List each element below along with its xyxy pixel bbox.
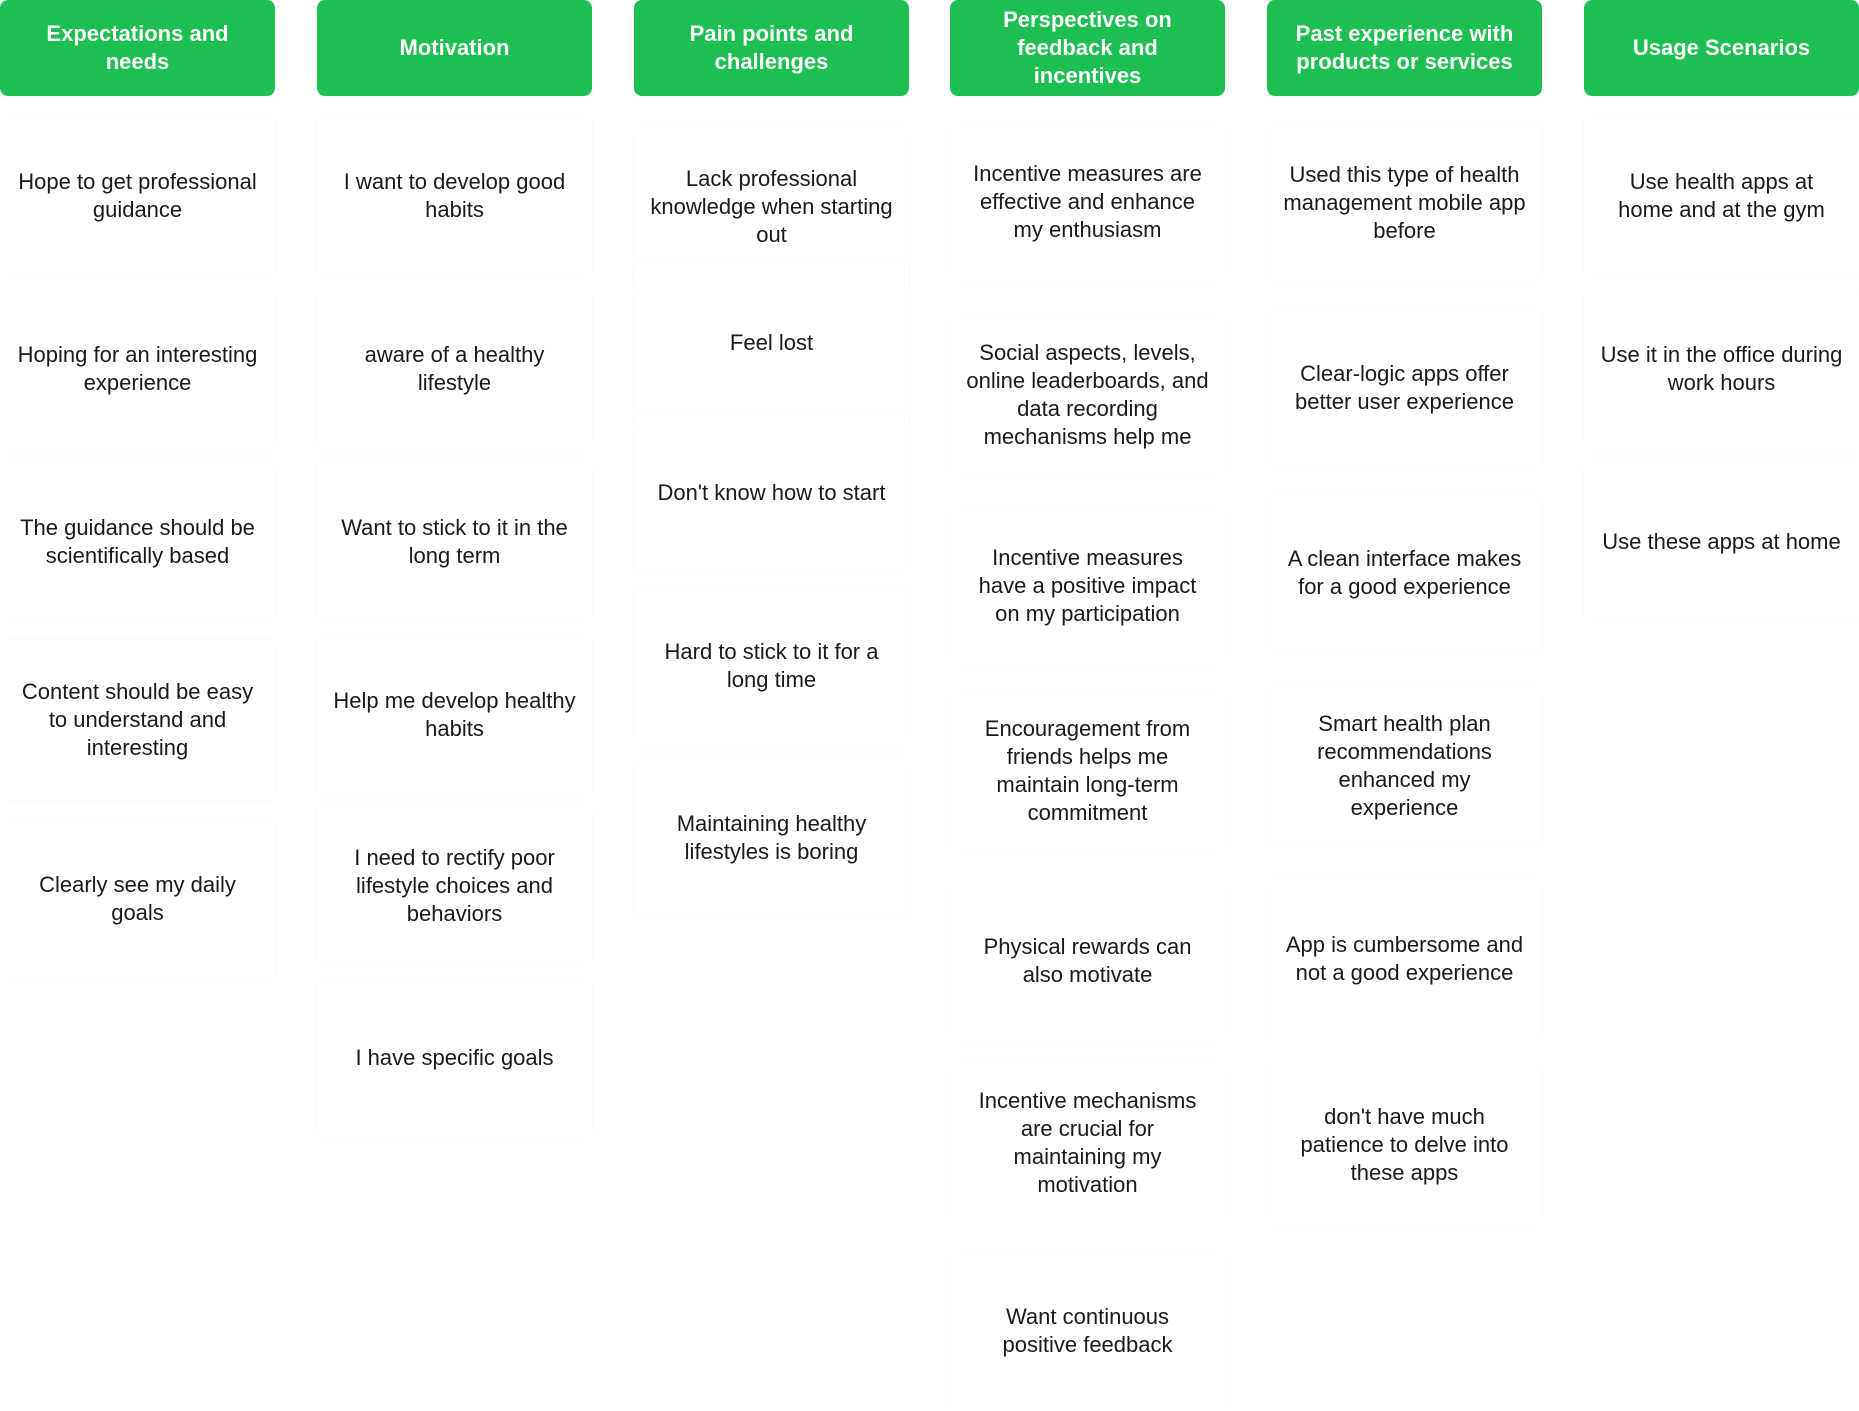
sticky-note[interactable]: Clear-logic apps offer better user exper…: [1267, 308, 1542, 468]
sticky-note[interactable]: Use health apps at home and at the gym: [1584, 116, 1859, 276]
column-motivation: Motivation I want to develop good habits…: [317, 0, 592, 1405]
sticky-note[interactable]: Want to stick to it in the long term: [317, 462, 592, 622]
sticky-note[interactable]: Social aspects, levels, online leaderboa…: [950, 315, 1225, 475]
sticky-note[interactable]: Help me develop healthy habits: [317, 635, 592, 795]
sticky-note[interactable]: App is cumbersome and not a good experie…: [1267, 879, 1542, 1039]
sticky-note[interactable]: Smart health plan recommendations enhanc…: [1267, 686, 1542, 846]
sticky-note[interactable]: Maintaining healthy lifestyles is boring: [634, 758, 909, 918]
sticky-note[interactable]: Want continuous positive feedback: [950, 1251, 1225, 1411]
sticky-note[interactable]: Encouragement from friends helps me main…: [950, 691, 1225, 851]
sticky-note[interactable]: aware of a healthy lifestyle: [317, 289, 592, 449]
column-expectations-and-needs: Expectations and needs Hope to get profe…: [0, 0, 275, 1405]
column-perspectives-on-feedback: Perspectives on feedback and incentives …: [950, 0, 1225, 1405]
column-past-experience: Past experience with products or service…: [1267, 0, 1542, 1405]
sticky-note[interactable]: The guidance should be scientifically ba…: [0, 462, 275, 622]
sticky-note[interactable]: Content should be easy to understand and…: [0, 640, 275, 800]
column-header: Perspectives on feedback and incentives: [950, 0, 1225, 96]
sticky-note[interactable]: Don't know how to start: [634, 413, 909, 573]
sticky-note[interactable]: Used this type of health management mobi…: [1267, 123, 1542, 283]
sticky-note[interactable]: Clearly see my daily goals: [0, 819, 275, 979]
sticky-note[interactable]: I need to rectify poor lifestyle choices…: [317, 806, 592, 966]
column-usage-scenarios: Usage Scenarios Use health apps at home …: [1584, 0, 1859, 1405]
sticky-note[interactable]: Incentive measures have a positive impac…: [950, 506, 1225, 666]
sticky-note[interactable]: Lack professional knowledge when startin…: [634, 127, 909, 287]
sticky-note[interactable]: don't have much patience to delve into t…: [1267, 1065, 1542, 1225]
sticky-note[interactable]: Hard to stick to it for a long time: [634, 586, 909, 746]
column-pain-points-and-challenges: Pain points and challenges Lack professi…: [634, 0, 909, 1405]
column-header: Usage Scenarios: [1584, 0, 1859, 96]
sticky-note[interactable]: Hope to get professional guidance: [0, 116, 275, 276]
sticky-note[interactable]: Hoping for an interesting experience: [0, 289, 275, 449]
column-header: Past experience with products or service…: [1267, 0, 1542, 96]
sticky-note[interactable]: I want to develop good habits: [317, 116, 592, 276]
column-header: Motivation: [317, 0, 592, 96]
sticky-note[interactable]: Feel lost: [634, 263, 909, 423]
sticky-note[interactable]: A clean interface makes for a good exper…: [1267, 493, 1542, 653]
sticky-note[interactable]: Physical rewards can also motivate: [950, 881, 1225, 1041]
sticky-note[interactable]: Incentive measures are effective and enh…: [950, 122, 1225, 282]
sticky-note[interactable]: I have specific goals: [317, 978, 592, 1138]
sticky-note[interactable]: Use these apps at home: [1584, 462, 1859, 622]
sticky-note[interactable]: Incentive mechanisms are crucial for mai…: [950, 1063, 1225, 1223]
column-header: Pain points and challenges: [634, 0, 909, 96]
sticky-note[interactable]: Use it in the office during work hours: [1584, 289, 1859, 449]
column-header: Expectations and needs: [0, 0, 275, 96]
